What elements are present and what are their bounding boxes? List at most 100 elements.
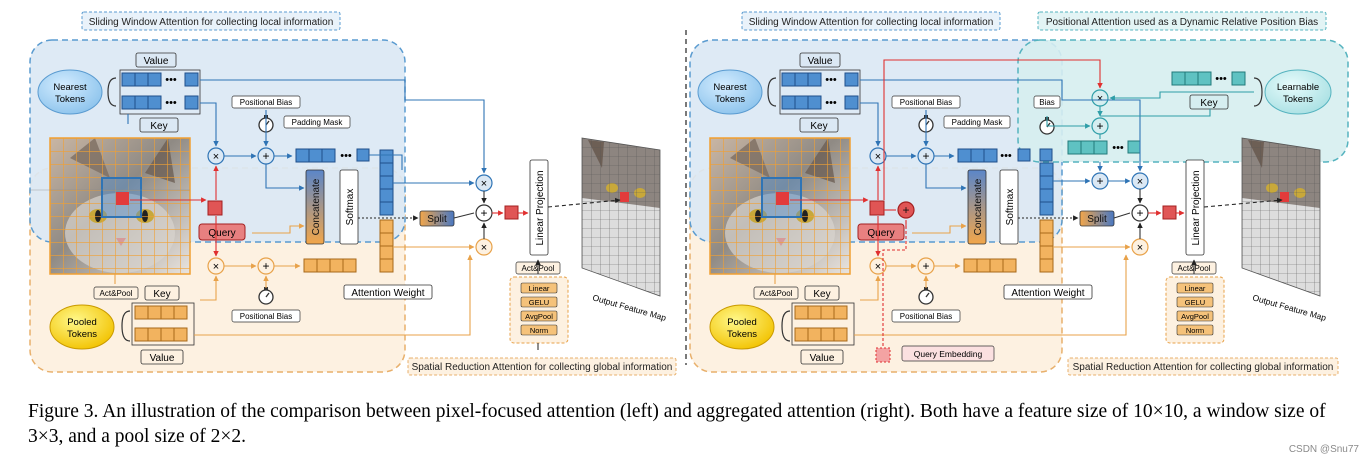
svg-text:•••: ••• <box>1112 142 1124 154</box>
left-input-feature-map <box>49 137 191 275</box>
left-act-pool-norm: Norm <box>530 326 548 335</box>
svg-text:×: × <box>1137 176 1143 188</box>
left-act-pool-avgpool: AvgPool <box>525 312 553 321</box>
left-pooled-value-label: Value <box>150 353 175 364</box>
left-query-label: Query <box>208 228 235 239</box>
right-nearest-tokens-label-2: Tokens <box>715 94 745 105</box>
svg-text:×: × <box>875 261 881 273</box>
left-act-pool-linear: Linear <box>529 284 550 293</box>
right-positional-title: Positional Attention used as a Dynamic R… <box>1046 17 1318 28</box>
right-positional-add: + <box>1091 117 1109 135</box>
left-pooled-key-tokens <box>134 305 188 320</box>
left-global-score-tokens <box>303 258 357 273</box>
svg-text:+: + <box>262 149 269 163</box>
right-query-embedding-add: + <box>897 201 915 219</box>
left-add-bias-op: + <box>257 147 275 165</box>
svg-text:+: + <box>1096 174 1103 188</box>
right-output-feature-map <box>1241 137 1321 297</box>
svg-text:•••: ••• <box>825 97 837 109</box>
right-panel: Sliding Window Attention for collecting … <box>689 11 1349 376</box>
right-output-add-positional: + <box>1091 172 1109 190</box>
left-value-tokens: ••• <box>121 72 199 87</box>
left-concatenate-label: Concatenate <box>311 178 322 235</box>
left-multiply-pooled-op: × <box>207 257 225 275</box>
svg-text:+: + <box>262 259 269 273</box>
left-pooled-tokens-label-2: Tokens <box>67 329 97 340</box>
right-learnable-tokens <box>1264 69 1332 115</box>
right-split-label: Split <box>1087 214 1107 225</box>
right-pooled-value-label: Value <box>810 353 835 364</box>
left-positional-bias-bottom: Positional Bias <box>240 312 292 321</box>
svg-text:×: × <box>481 242 487 254</box>
right-pooled-value-tokens <box>794 327 848 342</box>
left-softmax-block <box>339 169 359 245</box>
left-pooled-act-pool: Act&Pool <box>100 289 133 298</box>
svg-text:+: + <box>480 206 487 220</box>
right-global-score-tokens <box>963 258 1017 273</box>
right-local-title: Sliding Window Attention for collecting … <box>749 17 994 28</box>
right-linear-projection-block <box>1185 159 1205 256</box>
right-nearest-tokens-label: Nearest <box>713 82 747 93</box>
left-panel: Sliding Window Attention for collecting … <box>29 11 677 376</box>
right-learnable-tokens-label-2: Tokens <box>1283 94 1313 105</box>
right-add-bias-op: + <box>917 147 935 165</box>
right-key-label: Key <box>810 121 827 132</box>
svg-text:+: + <box>1096 119 1103 133</box>
left-split-block <box>419 210 455 227</box>
svg-text:+: + <box>902 203 909 217</box>
svg-text:×: × <box>213 151 219 163</box>
right-output-feature-map-label: Output Feature Map <box>1251 292 1327 323</box>
svg-text:×: × <box>481 178 487 190</box>
right-act-pool-linear: Linear <box>1185 284 1206 293</box>
right-act-pool-avgpool: AvgPool <box>1181 312 1209 321</box>
right-concatenate-block <box>967 169 987 245</box>
right-output-multiply-orange: × <box>1131 238 1149 256</box>
right-pooled-key-tokens <box>794 305 848 320</box>
right-learnable-key-tokens: ••• <box>1171 71 1246 86</box>
right-output-multiply-blue: × <box>1131 172 1149 190</box>
svg-text:•••: ••• <box>340 150 352 162</box>
left-multiply-key-op: × <box>207 147 225 165</box>
left-output-multiply-orange: × <box>475 238 493 256</box>
svg-text:•••: ••• <box>1215 73 1227 85</box>
left-split-label: Split <box>427 214 447 225</box>
right-nearest-tokens <box>697 69 763 115</box>
right-positional-bias: Positional Bias <box>900 98 952 107</box>
figure-caption: Figure 3. An illustration of the compari… <box>28 401 1326 447</box>
right-query-embedding-label: Query Embedding <box>914 349 983 359</box>
right-softmax-label: Softmax <box>1005 189 1016 226</box>
right-act-pool-gelu: GELU <box>1185 298 1205 307</box>
left-key-label: Key <box>150 121 167 132</box>
left-value-label: Value <box>144 56 169 67</box>
left-padding-mask: Padding Mask <box>292 118 344 127</box>
left-pooled-tokens <box>49 304 115 350</box>
right-padding-mask: Padding Mask <box>952 118 1004 127</box>
right-output-add: + <box>1131 204 1149 222</box>
left-linear-projection-label: Linear Projection <box>535 170 546 245</box>
svg-text:+: + <box>922 149 929 163</box>
left-nearest-tokens-label: Nearest <box>53 82 87 93</box>
right-multiply-key-op: × <box>869 147 887 165</box>
left-linear-projection-block <box>529 159 549 256</box>
left-add-pooled-bias-op: + <box>257 257 275 275</box>
left-local-title: Sliding Window Attention for collecting … <box>89 17 334 28</box>
right-positional-multiply: × <box>1091 89 1109 107</box>
right-pooled-act-pool: Act&Pool <box>760 289 793 298</box>
left-output-feature-map <box>581 137 661 297</box>
left-act-pool-gelu: GELU <box>529 298 549 307</box>
left-nearest-tokens <box>37 69 103 115</box>
right-positional-bias-bottom: Positional Bias <box>900 312 952 321</box>
watermark: CSDN @Snu77 <box>1288 444 1359 455</box>
right-pooled-key-label: Key <box>813 289 830 300</box>
right-add-pooled-bias-op: + <box>917 257 935 275</box>
right-bias-label: Bias <box>1039 98 1055 107</box>
svg-text:•••: ••• <box>1000 150 1012 162</box>
left-query-box <box>198 223 246 241</box>
right-learnable-tokens-label: Learnable <box>1277 82 1319 93</box>
right-query-box <box>857 223 905 241</box>
right-query-embedding-token <box>875 347 891 363</box>
right-softmax-block <box>999 169 1019 245</box>
right-input-feature-map <box>709 137 851 275</box>
left-pooled-key-label: Key <box>153 289 170 300</box>
right-pooled-tokens-label: Pooled <box>727 317 757 328</box>
